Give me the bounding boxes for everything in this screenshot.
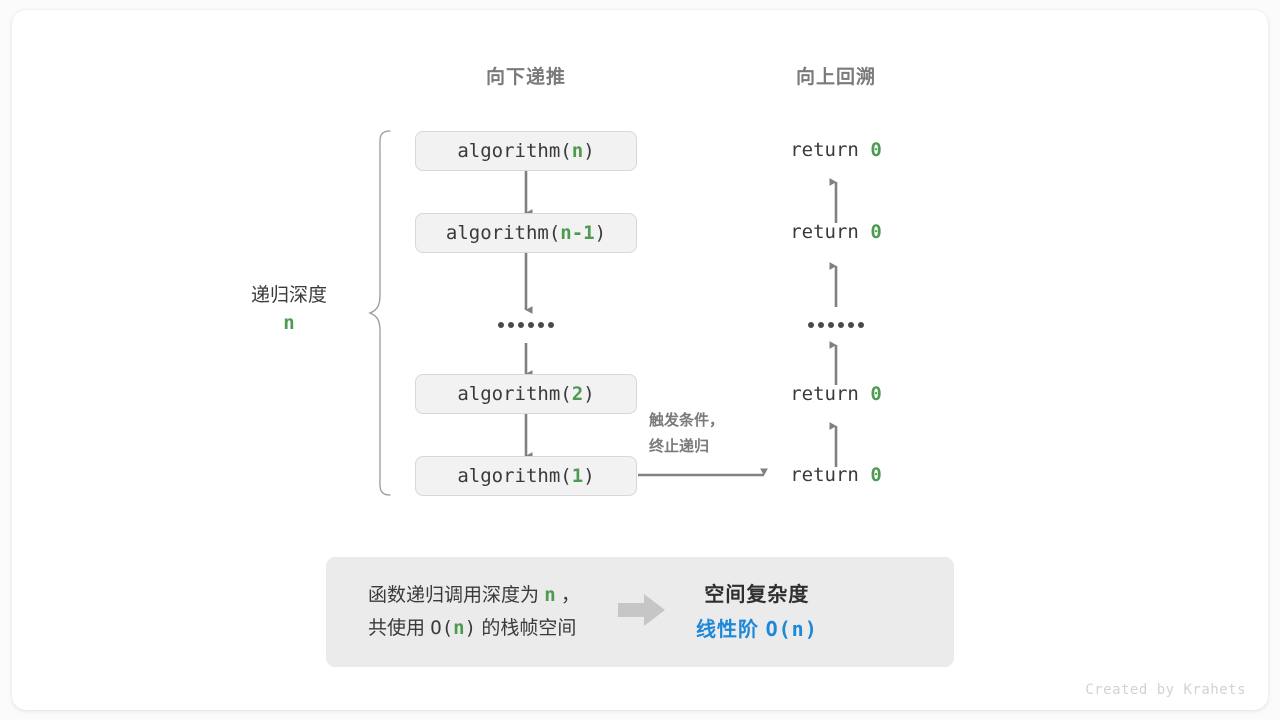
call-arg: n-1 [560,222,595,244]
summary-line1-text-a: 函数递归调用深度为 [368,584,545,606]
call-close-paren: ) [583,383,595,405]
return-stmt-level-n: return 0 [756,139,916,161]
summary-conclusion-title: 空间复杂度 [704,583,810,606]
right-block-arrow-icon [618,593,666,632]
summary-line2-bigo-open: O( [430,617,454,639]
dot [498,322,504,328]
dot [858,322,864,328]
return-stmt-level-2: return 0 [756,383,916,405]
call-fn-name: algorithm( [457,140,572,162]
call-box-n-minus-1[interactable]: algorithm(n-1) [415,213,637,253]
trigger-note-line1: 触发条件， [649,412,725,429]
call-fn-name: algorithm( [457,383,572,405]
call-fn-name: algorithm( [457,465,572,487]
return-stmt-level-1: return 0 [756,464,916,486]
dot [528,322,534,328]
complexity-order-label: 线性阶 [696,618,766,641]
call-fn-name: algorithm( [445,222,561,244]
header-downward: 向下递推 [485,67,566,88]
call-close-paren: ) [594,222,607,244]
call-box-2[interactable]: algorithm(2) [415,374,637,414]
call-close-paren: ) [583,140,595,162]
left-ellipsis [446,318,606,331]
return-keyword: return [790,139,859,161]
summary-line1-text-b: ， [555,584,581,606]
depth-label-text: 递归深度 [250,285,327,306]
dot [538,322,544,328]
header-upward: 向上回溯 [795,67,876,88]
summary-line2-text-a: 共使用 [368,618,431,639]
call-arg: n [571,140,584,162]
summary-line-1: 函数递归调用深度为 n ， [368,579,580,612]
summary-panel: 函数递归调用深度为 n ， 共使用 O(n) 的栈帧空间 空间复杂度 线性阶 O… [326,557,954,667]
trigger-condition-note: 触发条件， 终止递归 [649,408,724,461]
return-value: 0 [870,464,882,486]
summary-line2-bigo-close: ) [464,617,477,639]
attribution-footer: Created by Krahets [1085,682,1246,698]
summary-line2-text-d: 的栈帧空间 [476,618,577,639]
summary-line-2: 共使用 O(n) 的栈帧空间 [368,612,580,645]
recursion-depth-label: 递归深度 n [204,282,374,337]
return-value: 0 [870,221,882,243]
dot [508,322,514,328]
return-keyword: return [790,221,859,243]
return-keyword: return [790,383,859,405]
dot [828,322,834,328]
summary-description: 函数递归调用深度为 n ， 共使用 O(n) 的栈帧空间 [368,579,580,646]
call-arg: 1 [571,465,584,487]
return-value: 0 [870,139,882,161]
return-value: 0 [870,383,882,405]
call-arg: 2 [571,383,584,405]
dot [518,322,524,328]
dot [808,322,814,328]
return-keyword: return [790,464,859,486]
right-ellipsis [756,318,916,331]
summary-line2-n: n [453,617,465,639]
return-stmt-level-n-minus-1: return 0 [756,221,916,243]
diagram-card: 向下递推 向上回溯 递归深度 n algorithm(n) algorithm(… [12,10,1268,710]
summary-line1-n: n [544,583,556,606]
depth-label-value: n [283,311,295,334]
dot [818,322,824,328]
call-box-n[interactable]: algorithm(n) [415,131,637,171]
summary-conclusion-value: 线性阶 O(n) [696,612,818,647]
call-box-1[interactable]: algorithm(1) [415,456,637,496]
complexity-bigo: O(n) [765,616,818,641]
dot [848,322,854,328]
dot [838,322,844,328]
dot [548,322,554,328]
summary-conclusion: 空间复杂度 线性阶 O(n) [696,578,818,647]
trigger-note-line2: 终止递归 [649,438,710,456]
call-close-paren: ) [583,465,595,487]
